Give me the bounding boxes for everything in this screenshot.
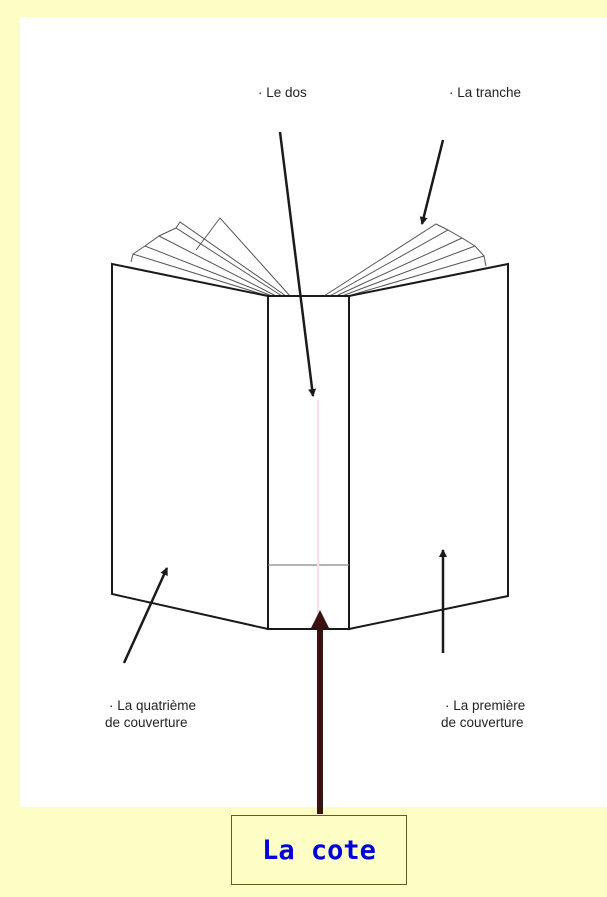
- left-pages: [130, 217, 291, 297]
- arrow-quatrieme: [122, 567, 169, 664]
- la-cote-text: La cote: [262, 834, 376, 866]
- label-quatrieme-line1: · La quatrième: [109, 698, 197, 713]
- label-quatrieme-de-couverture: · La quatrième de couverture: [105, 697, 197, 731]
- front-cover: [348, 262, 509, 631]
- label-quatrieme-line2: de couverture: [105, 715, 188, 730]
- label-premiere-de-couverture: · La première de couverture: [441, 697, 525, 731]
- label-premiere-line2: de couverture: [441, 715, 524, 730]
- la-cote-callout: La cote: [231, 815, 407, 885]
- arrow-le-dos: [278, 131, 317, 397]
- label-la-tranche: · La tranche: [449, 85, 522, 100]
- arrow-la-cote-head: [311, 610, 329, 628]
- label-premiere-line1: · La première: [445, 698, 526, 713]
- right-pages: [323, 223, 487, 297]
- spine: [267, 295, 350, 630]
- arrow-la-tranche: [419, 139, 445, 225]
- back-cover: [111, 262, 269, 631]
- label-le-dos: · Le dos: [258, 85, 307, 100]
